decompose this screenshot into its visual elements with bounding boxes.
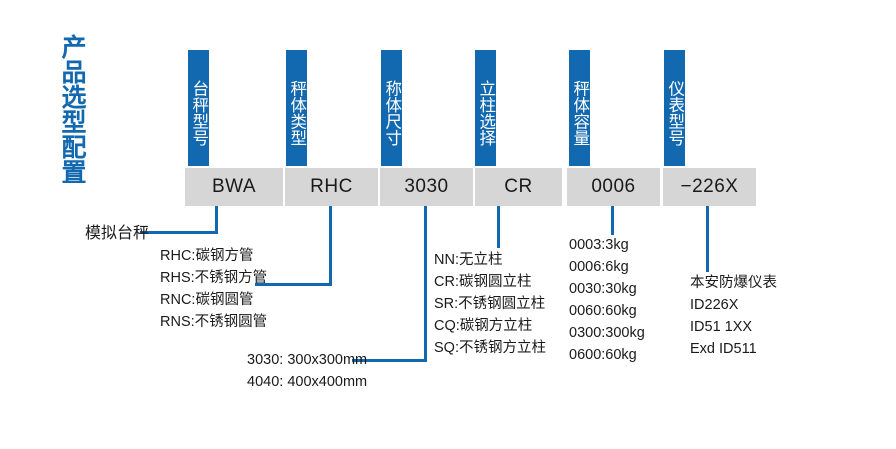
column-value-model[interactable]: BWA — [185, 168, 283, 206]
column-header-size: 称体尺寸 — [381, 50, 402, 166]
column-header-capacity: 秤体容量 — [569, 50, 590, 166]
annotation-body-type: RHC:碳钢方管 RHS:不锈钢方管 RNC:碳钢圆管 RNS:不锈钢圆管 — [160, 248, 268, 331]
annotation-size: 3030: 300x300mm 4040: 400x400mm — [247, 352, 368, 391]
annotation-instrument-options: 本安防爆仪表 ID226X ID51 1XX Exd ID511 — [690, 275, 777, 358]
column-header-pillar: 立柱选择 — [475, 50, 496, 166]
connector-size-horizontal — [352, 359, 427, 362]
connector-instrument-vertical — [706, 206, 709, 272]
column-header-model: 台秤型号 — [188, 50, 209, 166]
column-value-instrument[interactable]: −226X — [663, 168, 756, 206]
column-value-capacity[interactable]: 0006 — [567, 168, 660, 206]
column-header-body-type: 秤体类型 — [286, 50, 307, 166]
column-value-pillar[interactable]: CR — [475, 168, 562, 206]
column-model: 台秤型号 — [188, 50, 280, 166]
column-header-instrument: 仪表型号 — [664, 50, 685, 166]
annotation-pillar-options: NN:无立柱 CR:碳钢圆立柱 SR:不锈钢圆立柱 CQ:碳钢方立柱 SQ:不锈… — [434, 252, 546, 357]
column-body-type: 秤体类型 — [286, 50, 374, 166]
connector-pillar-vertical — [497, 206, 500, 248]
column-value-size[interactable]: 3030 — [380, 168, 473, 206]
connector-body-type-vertical — [329, 206, 332, 286]
annotation-capacity-options: 0003:3kg 0006:6kg 0030:30kg 0060:60kg 03… — [569, 237, 645, 364]
annotation-model: 模拟台秤 — [85, 225, 150, 242]
column-value-body-type[interactable]: RHC — [285, 168, 378, 206]
connector-size-vertical — [424, 206, 427, 362]
connector-model-horizontal — [140, 231, 218, 234]
connector-capacity-vertical — [611, 206, 614, 235]
column-pillar: 立柱选择 — [475, 50, 557, 166]
connector-body-type-horizontal — [255, 283, 332, 286]
page-title: 产品选型配置 — [58, 34, 86, 184]
column-instrument: 仪表型号 — [664, 50, 752, 166]
connector-model-vertical — [215, 206, 218, 234]
column-capacity: 秤体容量 — [569, 50, 657, 166]
column-size: 称体尺寸 — [381, 50, 469, 166]
